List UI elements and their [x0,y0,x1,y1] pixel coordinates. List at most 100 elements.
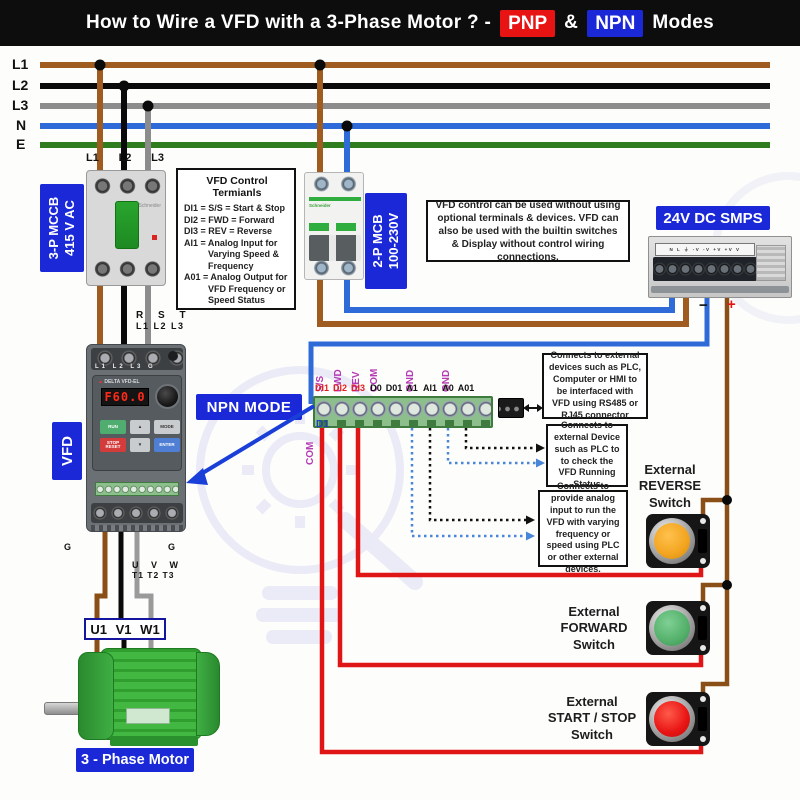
smps-minus-wire [308,292,710,404]
red-button-cap[interactable] [654,701,690,737]
up-button[interactable]: ▲ [130,420,150,434]
vfd-keypad-panel: ▲ DELTA VFD-EL F60.0 RUN ▲ MODE STOP RES… [92,375,182,471]
terminal-a01: A01 [457,383,475,393]
delta-logo: ▲ [98,379,103,385]
terminal-a1: A1 [406,383,418,393]
vfd-input-phase-labels: R S T L1 L2 L3 [136,310,192,331]
motor-label: 3 - Phase Motor [76,748,194,772]
vfd-keypad: RUN ▲ MODE STOP RESET ▼ ENTER [100,420,180,452]
motor-terminal-box: U1 V1 W1 [84,618,166,640]
power-rails [40,62,770,148]
button-screw [700,736,706,742]
mccb-l2: L2 [118,152,132,164]
t123-row: T1 T2 T3 [132,570,175,580]
mccb-indicator [152,235,157,240]
vfd-brand: ▲ DELTA VFD-EL [98,379,140,385]
analog-input-note: Connects to provide analog input to run … [538,481,628,574]
uvw-row: U V W [132,560,183,570]
orange-button-cap[interactable] [654,523,690,559]
forward-push-button[interactable] [646,601,710,655]
di2-fwd-wire [337,424,704,668]
mccb-phase-labels: L1 L2 L3 [86,152,164,164]
button-screw [700,558,706,564]
rail-label-l2: L2 [12,77,29,93]
mcb-toggle-handles[interactable] [309,235,361,261]
rst-row: R S T [136,310,192,321]
rs485-connector [498,398,524,418]
mcb-brand: Schneider [309,203,331,208]
mccb-bottom-terminals [90,259,164,279]
d1-wire-label: D1 [316,419,329,430]
green-button-cap[interactable] [654,610,690,646]
title-bar: How to Wire a VFD with a 3-Phase Motor ?… [0,0,800,46]
mode-button[interactable]: MODE [154,420,180,434]
button-screw [700,605,706,611]
vfd-top-terminals [91,348,183,370]
motor-front-cap [78,652,114,740]
mccb-breaker: Schneider [86,170,166,286]
pnp-badge: PNP [500,9,556,37]
vfd-drive: L1 L2 L3 G ▲ DELTA VFD-EL F60.0 RUN ▲ MO… [86,344,186,532]
start-stop-push-button[interactable] [646,692,710,746]
mcb-breaker: Schneider [304,172,364,280]
mcb-green-pads [309,223,361,231]
vfd-brand-text: DELTA VFD-EL [104,379,140,385]
legend-line: DI3 = REV = Reverse [184,226,273,237]
legend-line: A01 = Analog Output for VFD Frequency or… [184,272,288,306]
rail-label-n: N [16,117,27,133]
vfd-control-terminal-strip [95,482,179,496]
npn-badge: NPN [587,9,644,37]
terminal-di2: DI2 [332,383,347,393]
vfd-ground-left: G [64,542,72,552]
page-title: How to Wire a VFD with a 3-Phase Motor ?… [85,12,492,33]
legend-title: VFD Control Termianls [206,175,268,199]
mccb-brand: Schneider [138,203,161,209]
modes-text: Modes [652,12,715,33]
smps-label: 24V DC SMPS [656,206,770,230]
smps-power-supply: N L ⏚ -V -V +V +V V [648,236,792,298]
mccb-l1: L1 [86,152,99,164]
vfd-info-note: VFD control can be used without using op… [426,200,630,263]
down-button[interactable]: ▼ [130,438,150,452]
rail-label-l1: L1 [12,56,29,72]
vfd-top-terminal-labels: L1 L2 L3 G [95,364,156,370]
ampersand: & [564,12,579,33]
vfd-knob[interactable] [155,384,180,409]
vfd-bottom-terminals [91,503,183,523]
terminal-u1: U1 [90,621,107,637]
mcb-green-line [309,197,361,201]
vfd-output-phase-labels: U V W T1 T2 T3 [132,560,183,580]
button-screw [700,645,706,651]
smps-plus-label: + [727,296,736,313]
legend-line: AI1 = Analog Input for Varying Speed & F… [184,237,280,271]
motor-body [100,648,202,740]
legend-line: DI2 = FWD = Forward [184,214,275,225]
motor-base [110,736,198,746]
control-terminal-strip [313,396,493,428]
run-button[interactable]: RUN [100,420,126,434]
terminal-d0: D0 [370,383,382,393]
vfd-display: F60.0 [101,388,149,406]
rs485-arrow [523,404,543,412]
mccb-label: 3-P MCCB 415 V AC [40,184,84,272]
reverse-switch-label: External REVERSE Switch [638,462,702,510]
smps-minus-label: − [699,297,708,314]
mcb-top-terminals [308,176,362,192]
enter-button[interactable]: ENTER [154,438,180,452]
mccb-to-vfd-wires [97,280,151,356]
reverse-push-button[interactable] [646,514,710,568]
terminal-ai1: AI1 [422,383,437,393]
rail-label-l3: L3 [12,97,29,113]
smps-rail [651,286,789,293]
motor-nameplate [126,708,170,724]
forward-switch-label: External FORWARD Switch [560,604,628,652]
terminal-d01: D01 [385,383,403,393]
smps-terminal-block [653,257,757,281]
vfd-mount-hole [168,351,178,361]
mccb-switch-handle[interactable] [115,201,139,249]
stop-reset-button[interactable]: STOP RESET [100,438,126,452]
rail-label-e: E [16,136,26,152]
npn-mode-label: NPN MODE [196,394,302,420]
terminal-di3: DI3 [350,383,365,393]
junction-dots [94,59,732,590]
